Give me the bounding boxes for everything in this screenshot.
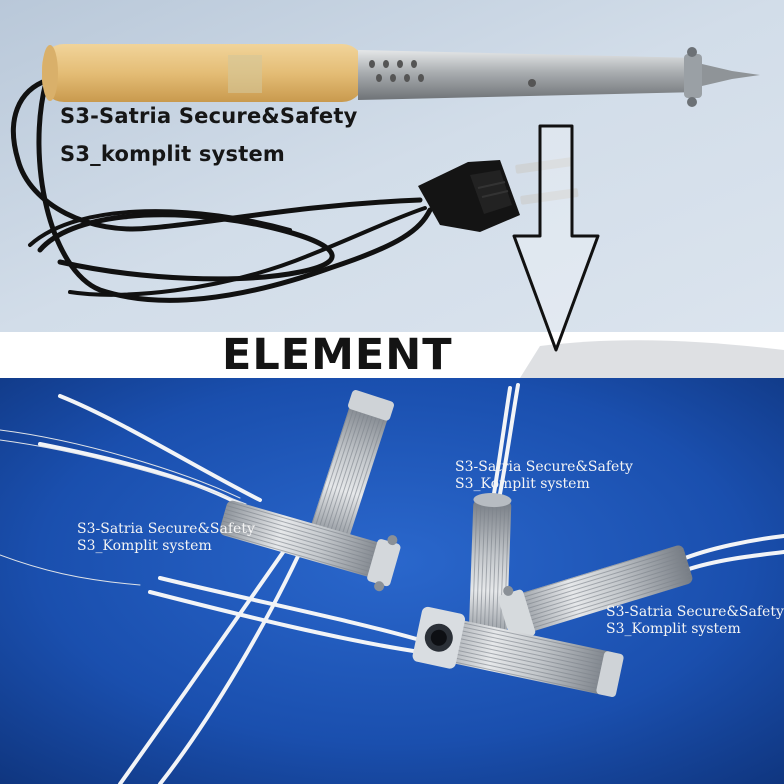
top-caption-line2: S3_komplit system [60, 142, 285, 166]
heating-element [498, 545, 693, 642]
power-cord [10, 77, 433, 303]
heating-element [219, 500, 401, 592]
soldering-iron [42, 44, 760, 107]
element-wires [0, 383, 784, 784]
watermark-line1: S3-Satria Secure&Safety [455, 459, 633, 475]
top-caption-line1: S3-Satria Secure&Safety [60, 104, 358, 128]
watermark-line1: S3-Satria Secure&Safety [606, 604, 784, 620]
watermark-left: S3-Satria Secure&Safety S3_Komplit syste… [77, 521, 255, 555]
down-arrow-icon [512, 124, 600, 352]
watermark-line2: S3_Komplit system [606, 621, 741, 637]
watermark-center: S3-Satria Secure&Safety S3_Komplit syste… [455, 459, 633, 493]
power-plug [418, 157, 579, 232]
watermark-line2: S3_Komplit system [77, 538, 212, 554]
headline-element: ELEMENT [222, 330, 453, 380]
watermark-right: S3-Satria Secure&Safety S3_Komplit syste… [606, 604, 784, 638]
watermark-line1: S3-Satria Secure&Safety [77, 521, 255, 537]
watermark-line2: S3_Komplit system [455, 476, 590, 492]
heating-element [412, 606, 624, 697]
